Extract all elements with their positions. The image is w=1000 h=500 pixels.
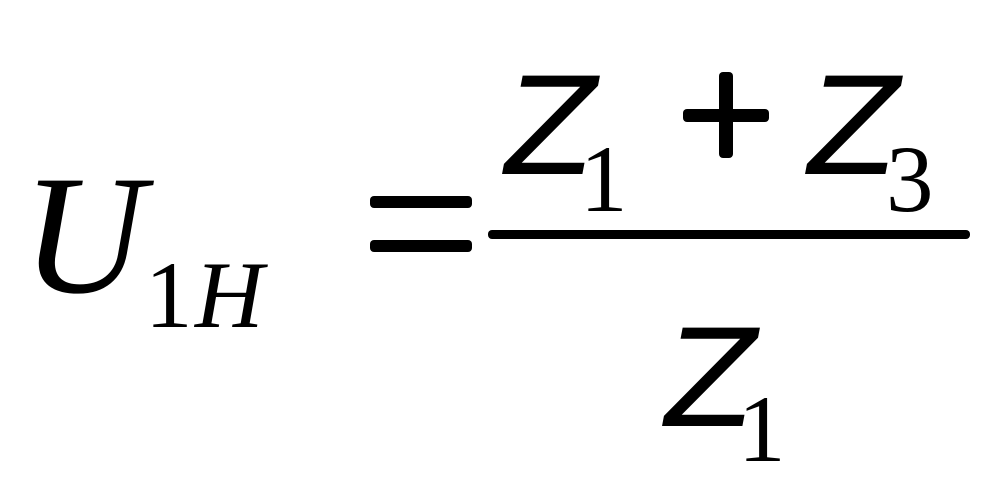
numerator-term2-subscript: 3 <box>886 126 934 232</box>
denominator-symbol: Z <box>665 301 758 458</box>
equals-sign-top-bar <box>370 196 472 208</box>
plus-sign <box>683 72 769 158</box>
lhs-subscript-letter: H <box>195 242 264 348</box>
denominator-subscript: 1 <box>738 376 786 482</box>
numerator-term2-symbol: Z <box>808 49 901 206</box>
equals-sign-bottom-bar <box>370 240 472 252</box>
numerator-term1-symbol: Z <box>505 49 598 206</box>
numerator-term1-subscript: 1 <box>580 126 628 232</box>
lhs-subscript-digit: 1 <box>145 242 193 348</box>
fraction-bar <box>488 230 970 239</box>
lhs-symbol: U <box>22 141 145 329</box>
